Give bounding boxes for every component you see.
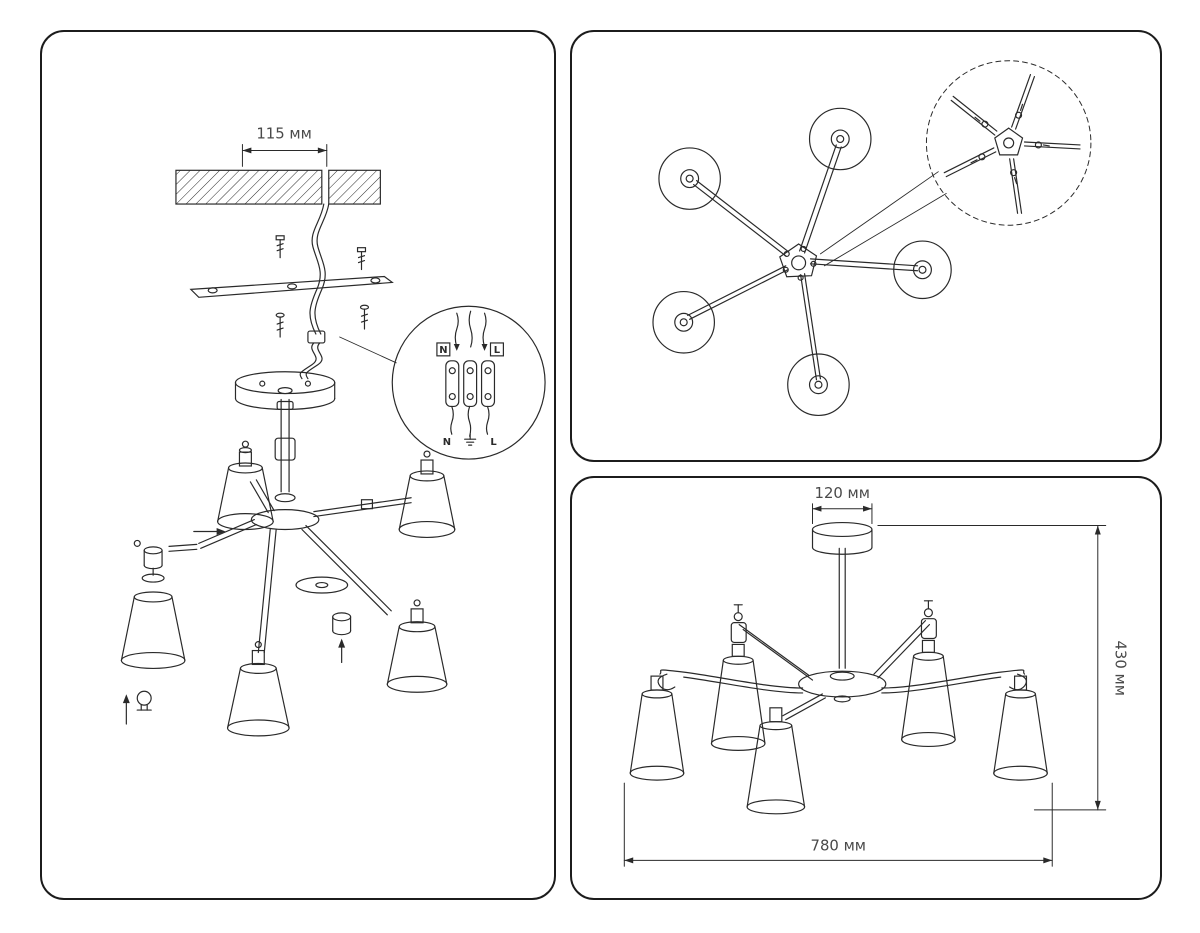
- canopy-dimension-label: 120 мм: [814, 484, 869, 502]
- ceiling-dimension-label: 115 мм: [256, 125, 312, 143]
- lamp-shade-right: [386, 599, 448, 693]
- height-dimension: 430 мм: [877, 525, 1130, 811]
- shade-mid-right: [901, 639, 956, 748]
- lamp-shade-exploded: [120, 591, 186, 670]
- canopy-side: [811, 521, 873, 555]
- width-dimension-label: 780 мм: [811, 836, 866, 854]
- mounting-screws-bottom: [275, 304, 370, 338]
- wiring-detail-circle: N L N: [391, 305, 546, 460]
- top-view-diagram: [652, 60, 1092, 417]
- shade-far-right: [993, 675, 1048, 781]
- shade-mid-left: [710, 643, 766, 751]
- shade-far-left: [629, 675, 685, 781]
- down-rod: [274, 398, 296, 493]
- ground-symbol: [464, 433, 477, 446]
- terminal-label-l-bottom: L: [490, 437, 497, 448]
- power-wire: [309, 203, 330, 335]
- lamp-shade-top-right: [398, 450, 456, 539]
- width-dimension: 780 мм: [623, 782, 1053, 867]
- mounting-bracket: [189, 275, 394, 298]
- height-dimension-label: 430 мм: [1112, 640, 1130, 695]
- rod-side: [838, 547, 846, 669]
- shade-top-left: [658, 147, 721, 210]
- terminal-label-n-bottom: N: [443, 437, 451, 448]
- knuckle-left: [730, 604, 747, 644]
- arms-top-view: [687, 144, 919, 381]
- exploded-socket: [133, 539, 198, 583]
- wire-connector: [299, 330, 326, 380]
- hub-and-arms: [198, 479, 412, 654]
- detail-leader-line: [339, 336, 397, 364]
- terminal-label-l-top: L: [494, 345, 501, 356]
- side-view-diagram: 120 мм: [623, 484, 1130, 867]
- terminal-label-n-top: N: [439, 345, 447, 356]
- shade-top: [808, 107, 872, 171]
- arms-side: [657, 620, 1027, 721]
- top-view-panel: [570, 30, 1162, 462]
- hub-detail-leaders: [819, 171, 947, 267]
- assembly-arrow-left: [193, 528, 226, 535]
- hub-side: [798, 670, 887, 703]
- lamp-shade-bottom: [226, 641, 290, 737]
- installation-panel: 115 мм: [40, 30, 556, 900]
- canopy: [234, 371, 336, 411]
- shade-right: [893, 240, 952, 300]
- ceiling: [175, 169, 381, 205]
- exploded-hub-parts: [295, 576, 352, 664]
- shade-front: [746, 707, 806, 815]
- knuckle-right: [920, 600, 937, 640]
- canopy-dimension: 120 мм: [812, 484, 873, 525]
- bulb-insert: [122, 690, 152, 725]
- hub-detail-circle: [925, 60, 1092, 226]
- lamp-shade-top-left: [217, 440, 274, 531]
- hub-top-view: [779, 243, 818, 281]
- side-view-panel: 120 мм: [570, 476, 1162, 900]
- shade-bottom-left: [652, 290, 716, 354]
- installation-diagram: 115 мм: [120, 125, 546, 737]
- shade-bottom: [787, 353, 850, 417]
- ceiling-dimension: 115 мм: [241, 125, 328, 167]
- mounting-screws-top: [275, 235, 367, 271]
